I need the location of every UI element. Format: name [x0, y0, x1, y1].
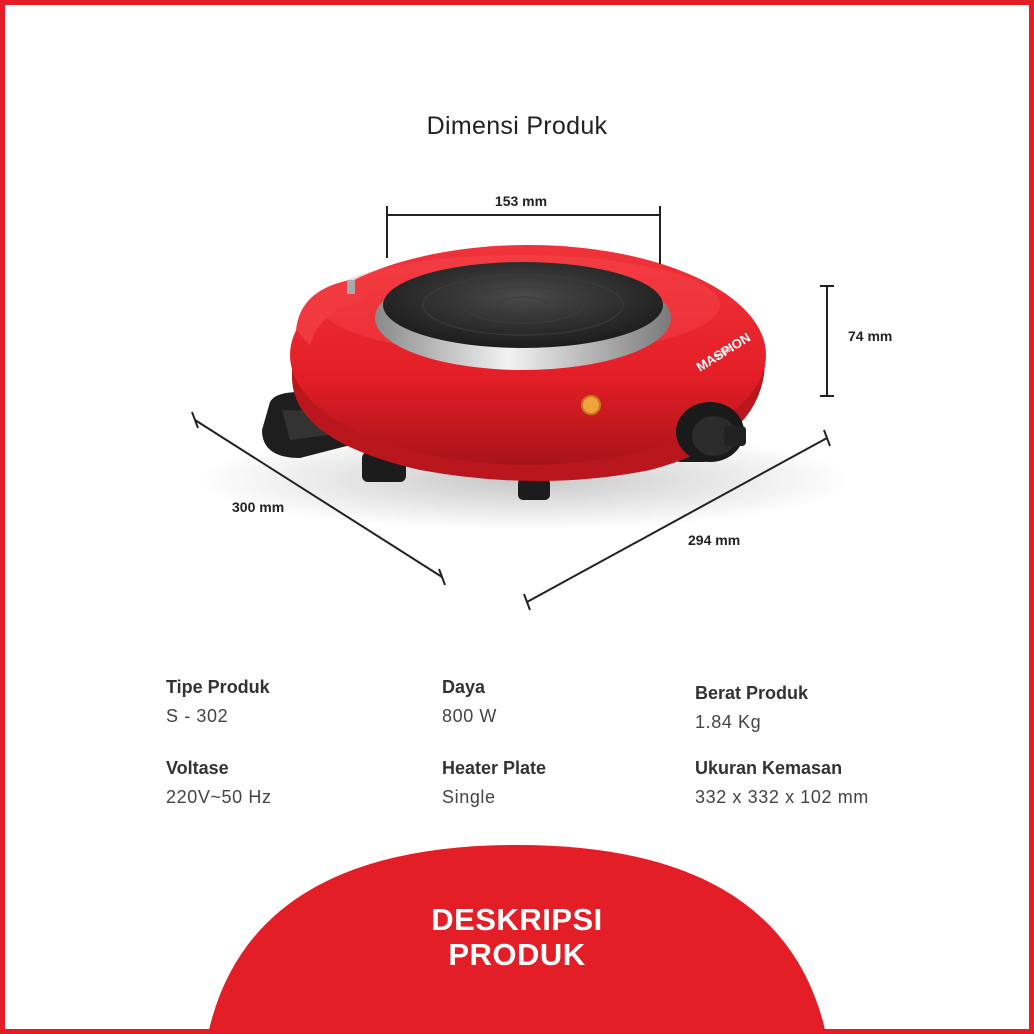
indicator-light [581, 395, 601, 415]
description-line-2: PRODUK [448, 937, 586, 972]
spec-label: Ukuran Kemasan [695, 758, 843, 778]
dimension-label-depth: 300 mm [232, 499, 284, 515]
dimension-label-plate: 153 mm [495, 193, 547, 209]
dimension-label-height: 74 mm [848, 328, 892, 344]
product-dimension-diagram: MASPION S-302 153 mm 74 mm 300 mm 294 mm [191, 193, 892, 611]
spec-berat-produk: Berat Produk 1.84 Kg [695, 682, 808, 733]
description-banner-shape [208, 845, 826, 1034]
page-title: Dimensi Produk [426, 112, 608, 140]
spec-value: 1.84 Kg [695, 712, 762, 732]
temperature-knob [676, 402, 746, 462]
spec-value: 220V~50 Hz [166, 787, 272, 807]
dimension-height: 74 mm [820, 285, 892, 397]
spec-value: 332 x 332 x 102 mm [695, 787, 869, 807]
spec-value: S - 302 [166, 706, 229, 726]
spec-heater-plate: Heater Plate Single [442, 757, 546, 808]
spec-ukuran-kemasan: Ukuran Kemasan 332 x 332 x 102 mm [695, 757, 869, 808]
spec-label: Tipe Produk [166, 677, 270, 697]
dimension-plate-diameter: 153 mm [386, 193, 661, 264]
spec-label: Heater Plate [442, 758, 547, 778]
spec-label: Berat Produk [695, 683, 809, 703]
spec-label: Daya [442, 677, 486, 697]
spec-label: Voltase [166, 758, 229, 778]
description-button[interactable]: DESKRIPSI PRODUK [0, 902, 1034, 972]
dimension-depth: 300 mm [191, 411, 446, 586]
dimension-width: 294 mm [523, 429, 831, 611]
dimension-label-width: 294 mm [688, 532, 740, 548]
spec-voltase: Voltase 220V~50 Hz [166, 757, 272, 808]
foot-front [518, 478, 550, 500]
description-line-1: DESKRIPSI [431, 902, 603, 937]
spec-value: 800 W [442, 706, 498, 726]
power-connector [347, 280, 355, 294]
spec-daya: Daya 800 W [442, 676, 497, 727]
spec-tipe-produk: Tipe Produk S - 302 [166, 676, 270, 727]
spec-value: Single [442, 787, 496, 807]
